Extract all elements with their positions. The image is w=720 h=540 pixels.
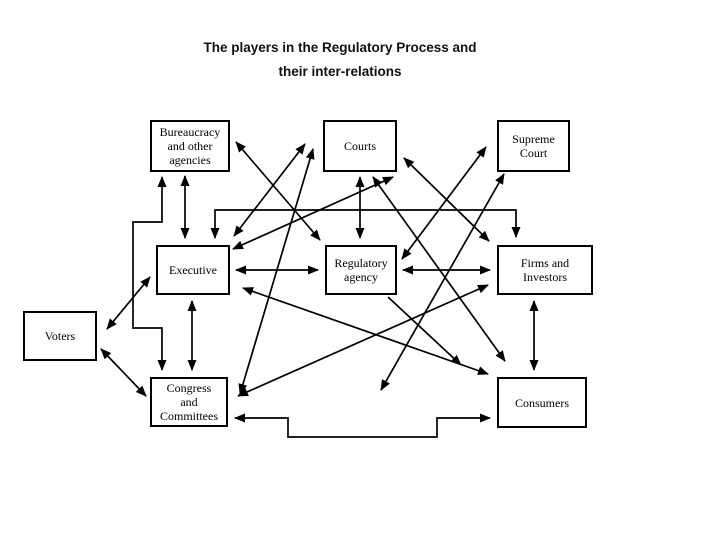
box-regulatory-agency: Regulatory agency xyxy=(325,245,397,295)
arrow-congress-courts xyxy=(238,148,315,395)
arrow-supreme-court-congress xyxy=(380,173,505,391)
diagram-title: The players in the Regulatory Process an… xyxy=(60,36,620,84)
box-label-regulatory-agency: Regulatory agency xyxy=(334,256,388,284)
arrow-bureaucracy-regulatory-agency xyxy=(235,141,321,241)
arrow-congress-firms-investors xyxy=(237,284,489,397)
box-bureaucracy: Bureaucracy and other agencies xyxy=(150,120,230,172)
box-label-supreme-court: Supreme Court xyxy=(512,132,555,160)
box-label-consumers: Consumers xyxy=(515,395,569,410)
box-congress: Congress and Committees xyxy=(150,377,228,427)
arrow-bureaucracy-congress xyxy=(132,176,167,371)
arrow-regulatory-agency-supreme-court xyxy=(401,146,487,260)
diagram-title-line2: their inter-relations xyxy=(278,64,402,79)
arrow-regulatory-agency-consumers xyxy=(387,296,462,366)
box-label-courts: Courts xyxy=(343,139,376,153)
box-courts: Courts xyxy=(323,120,397,172)
diagram-title-line1: The players in the Regulatory Process an… xyxy=(203,40,477,55)
box-label-bureaucracy: Bureaucracy and other agencies xyxy=(159,125,221,167)
box-label-executive: Executive xyxy=(169,263,217,277)
box-label-voters: Voters xyxy=(44,329,76,343)
box-voters: Voters xyxy=(23,311,97,361)
box-firms-investors: Firms and Investors xyxy=(497,245,593,295)
arrow-executive-courts xyxy=(232,176,394,250)
box-consumers: Consumers xyxy=(497,377,587,428)
arrow-voters-executive xyxy=(106,276,151,330)
box-label-congress: Congress and Committees xyxy=(160,381,218,423)
arrow-voters-congress xyxy=(100,348,147,397)
box-label-firms-investors: Firms and Investors xyxy=(520,256,570,284)
arrow-congress-consumers xyxy=(234,413,491,438)
box-supreme-court: Supreme Court xyxy=(497,120,570,172)
box-executive: Executive xyxy=(156,245,230,295)
